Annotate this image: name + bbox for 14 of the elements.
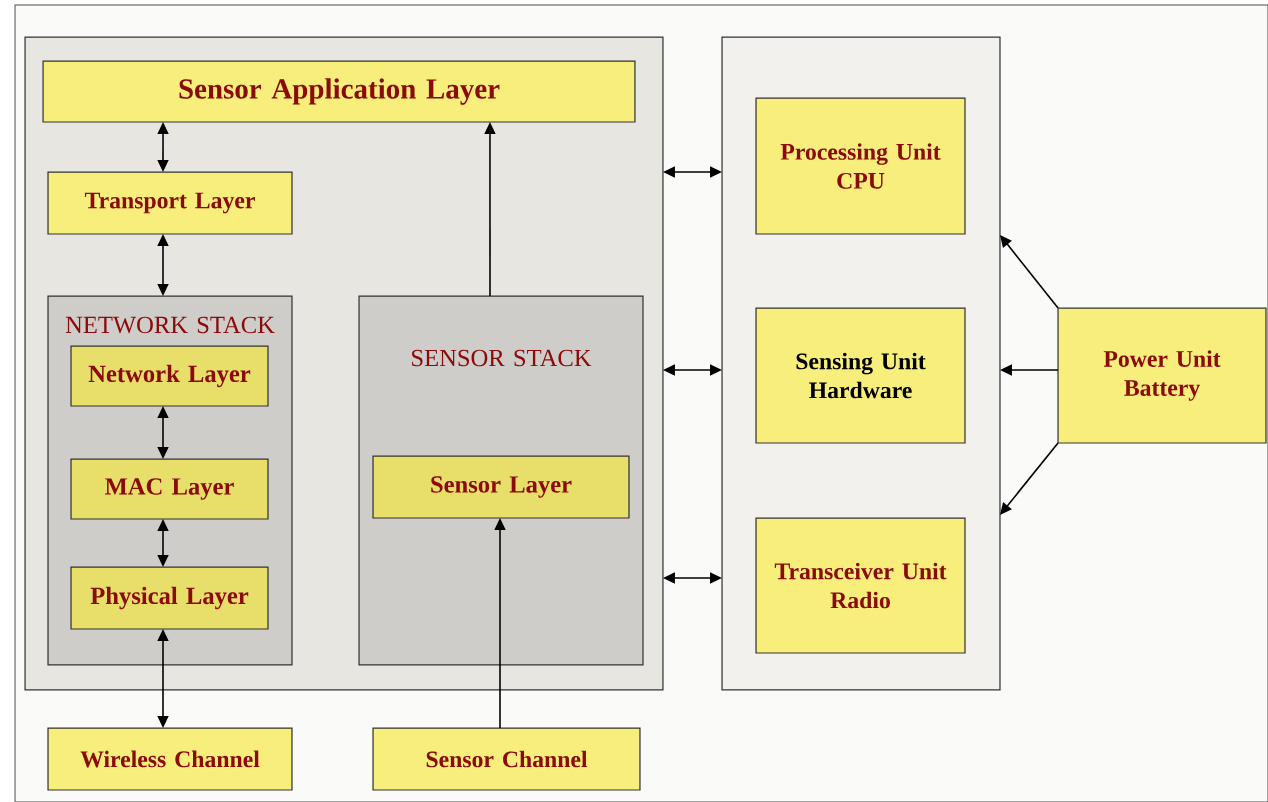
unit-box: Wireless Channel [47,727,293,791]
layer-box: Sensor Application Layer [42,60,636,123]
unit-box: Transport Layer [47,171,293,235]
unit-box: Sensor Channel [372,727,641,791]
arrow [1000,235,1059,309]
unit-box: Power Unit Battery [1057,307,1267,444]
unit-box: Sensing Unit Hardware [755,307,966,444]
arrow [1000,442,1059,515]
layer-box: MAC Layer [70,458,269,520]
unit-box: Transceiver Unit Radio [755,517,966,654]
layer-box: Physical Layer [70,566,269,630]
layer-box: Sensor Layer [372,455,630,519]
unit-box: Processing Unit CPU [755,97,966,235]
layer-box: Network Layer [70,345,269,407]
